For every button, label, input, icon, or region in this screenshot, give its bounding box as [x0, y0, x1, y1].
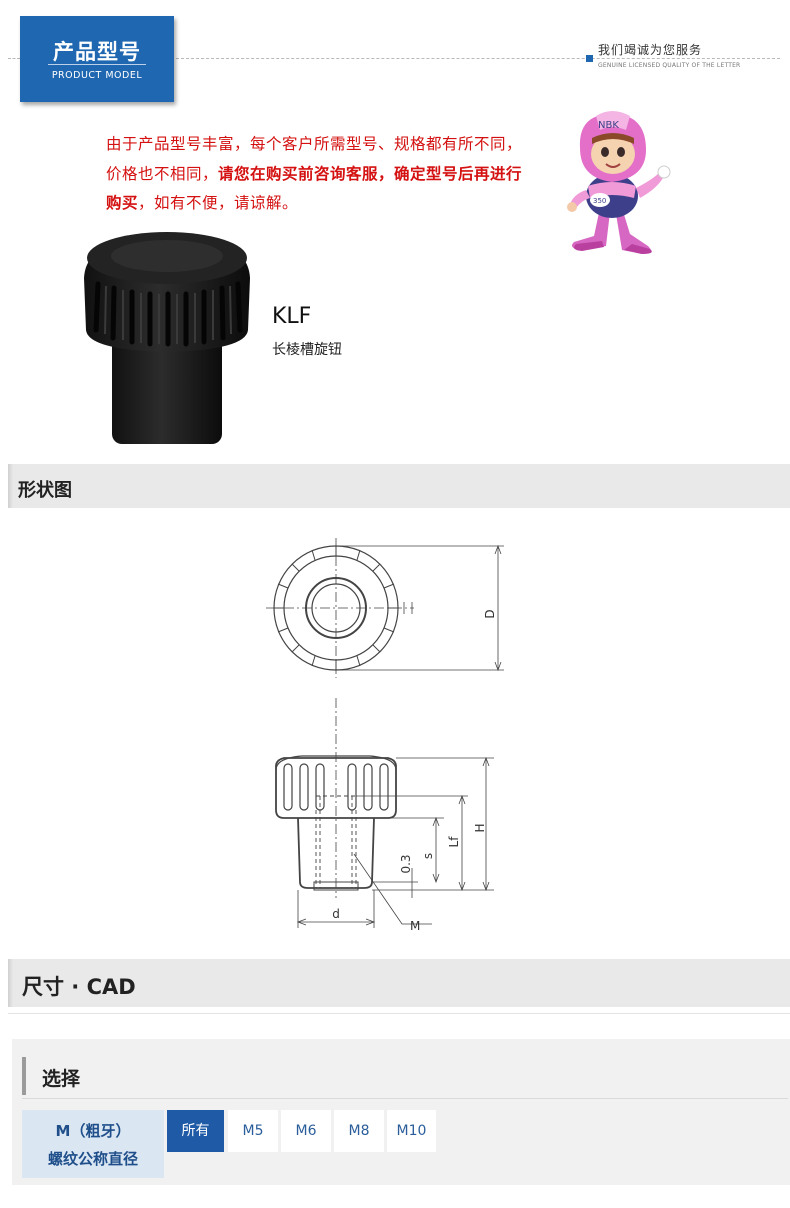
- slogan-cn: 我们竭诚为您服务: [598, 43, 703, 57]
- header-divider-left: [8, 58, 20, 59]
- dim-label-gap: 0.3: [399, 854, 413, 873]
- product-model-badge: 产品型号 PRODUCT MODEL: [20, 16, 174, 102]
- product-code: KLF: [272, 304, 312, 329]
- purchase-notice: 由于产品型号丰富，每个客户所需型号、规格都有所不同，价格也不相同，请您在购买前咨…: [106, 130, 526, 219]
- product-name: 长棱槽旋钮: [272, 342, 342, 358]
- selection-title: 选择: [42, 1068, 81, 1090]
- dim-label-d: d: [332, 907, 340, 921]
- dim-label-D: D: [483, 609, 497, 618]
- option-m10[interactable]: M10: [387, 1110, 436, 1152]
- section-divider: [8, 1013, 790, 1014]
- badge-title: 产品型号: [53, 40, 141, 64]
- shape-section-header: 形状图: [8, 464, 790, 508]
- selection-title-marker: [22, 1057, 26, 1095]
- shape-section-title: 形状图: [18, 480, 72, 501]
- slogan-en: GENUINE LICENSED QUALITY OF THE LETTER: [598, 62, 741, 69]
- thread-diameter-label: M（粗牙） 螺纹公称直径: [22, 1110, 164, 1178]
- option-m8[interactable]: M8: [334, 1110, 384, 1152]
- knob-product-photo: [84, 232, 250, 444]
- header-divider-right: [176, 58, 780, 59]
- thread-label-line1: M（粗牙）: [55, 1122, 131, 1140]
- notice-text-3: ，如有不便，请谅解。: [138, 194, 299, 212]
- option-m6[interactable]: M6: [281, 1110, 331, 1152]
- mascot-badge-text: 350: [593, 197, 606, 205]
- knob-technical-drawing: D H Lf s 0.3 d M: [266, 538, 504, 933]
- thread-label-line2: 螺纹公称直径: [47, 1150, 138, 1168]
- slogan-marker-icon: [586, 55, 593, 62]
- badge-rule: [48, 64, 146, 65]
- mascot-cap-text: NBK: [598, 120, 619, 131]
- badge-subtitle: PRODUCT MODEL: [51, 70, 143, 81]
- option-all[interactable]: 所有: [167, 1110, 224, 1152]
- dim-label-Lf: Lf: [447, 836, 461, 848]
- dimensions-section-header: 尺寸 · CAD: [8, 959, 790, 1007]
- notice-text-bold: 请您在购买前咨询客服，确定型号后再进行购买: [106, 164, 523, 213]
- dimensions-section-title: 尺寸 · CAD: [22, 975, 136, 999]
- mascot-image: 350 NBK: [567, 111, 671, 254]
- dim-label-H: H: [473, 823, 487, 832]
- dim-label-s: s: [421, 853, 435, 859]
- notice-text-1: 由于产品型号丰富，每个客户所需型号、规格都有所不同，价格也不相同，: [106, 135, 523, 183]
- option-m5[interactable]: M5: [228, 1110, 278, 1152]
- selection-divider: [22, 1098, 788, 1099]
- dim-label-M: M: [410, 919, 420, 933]
